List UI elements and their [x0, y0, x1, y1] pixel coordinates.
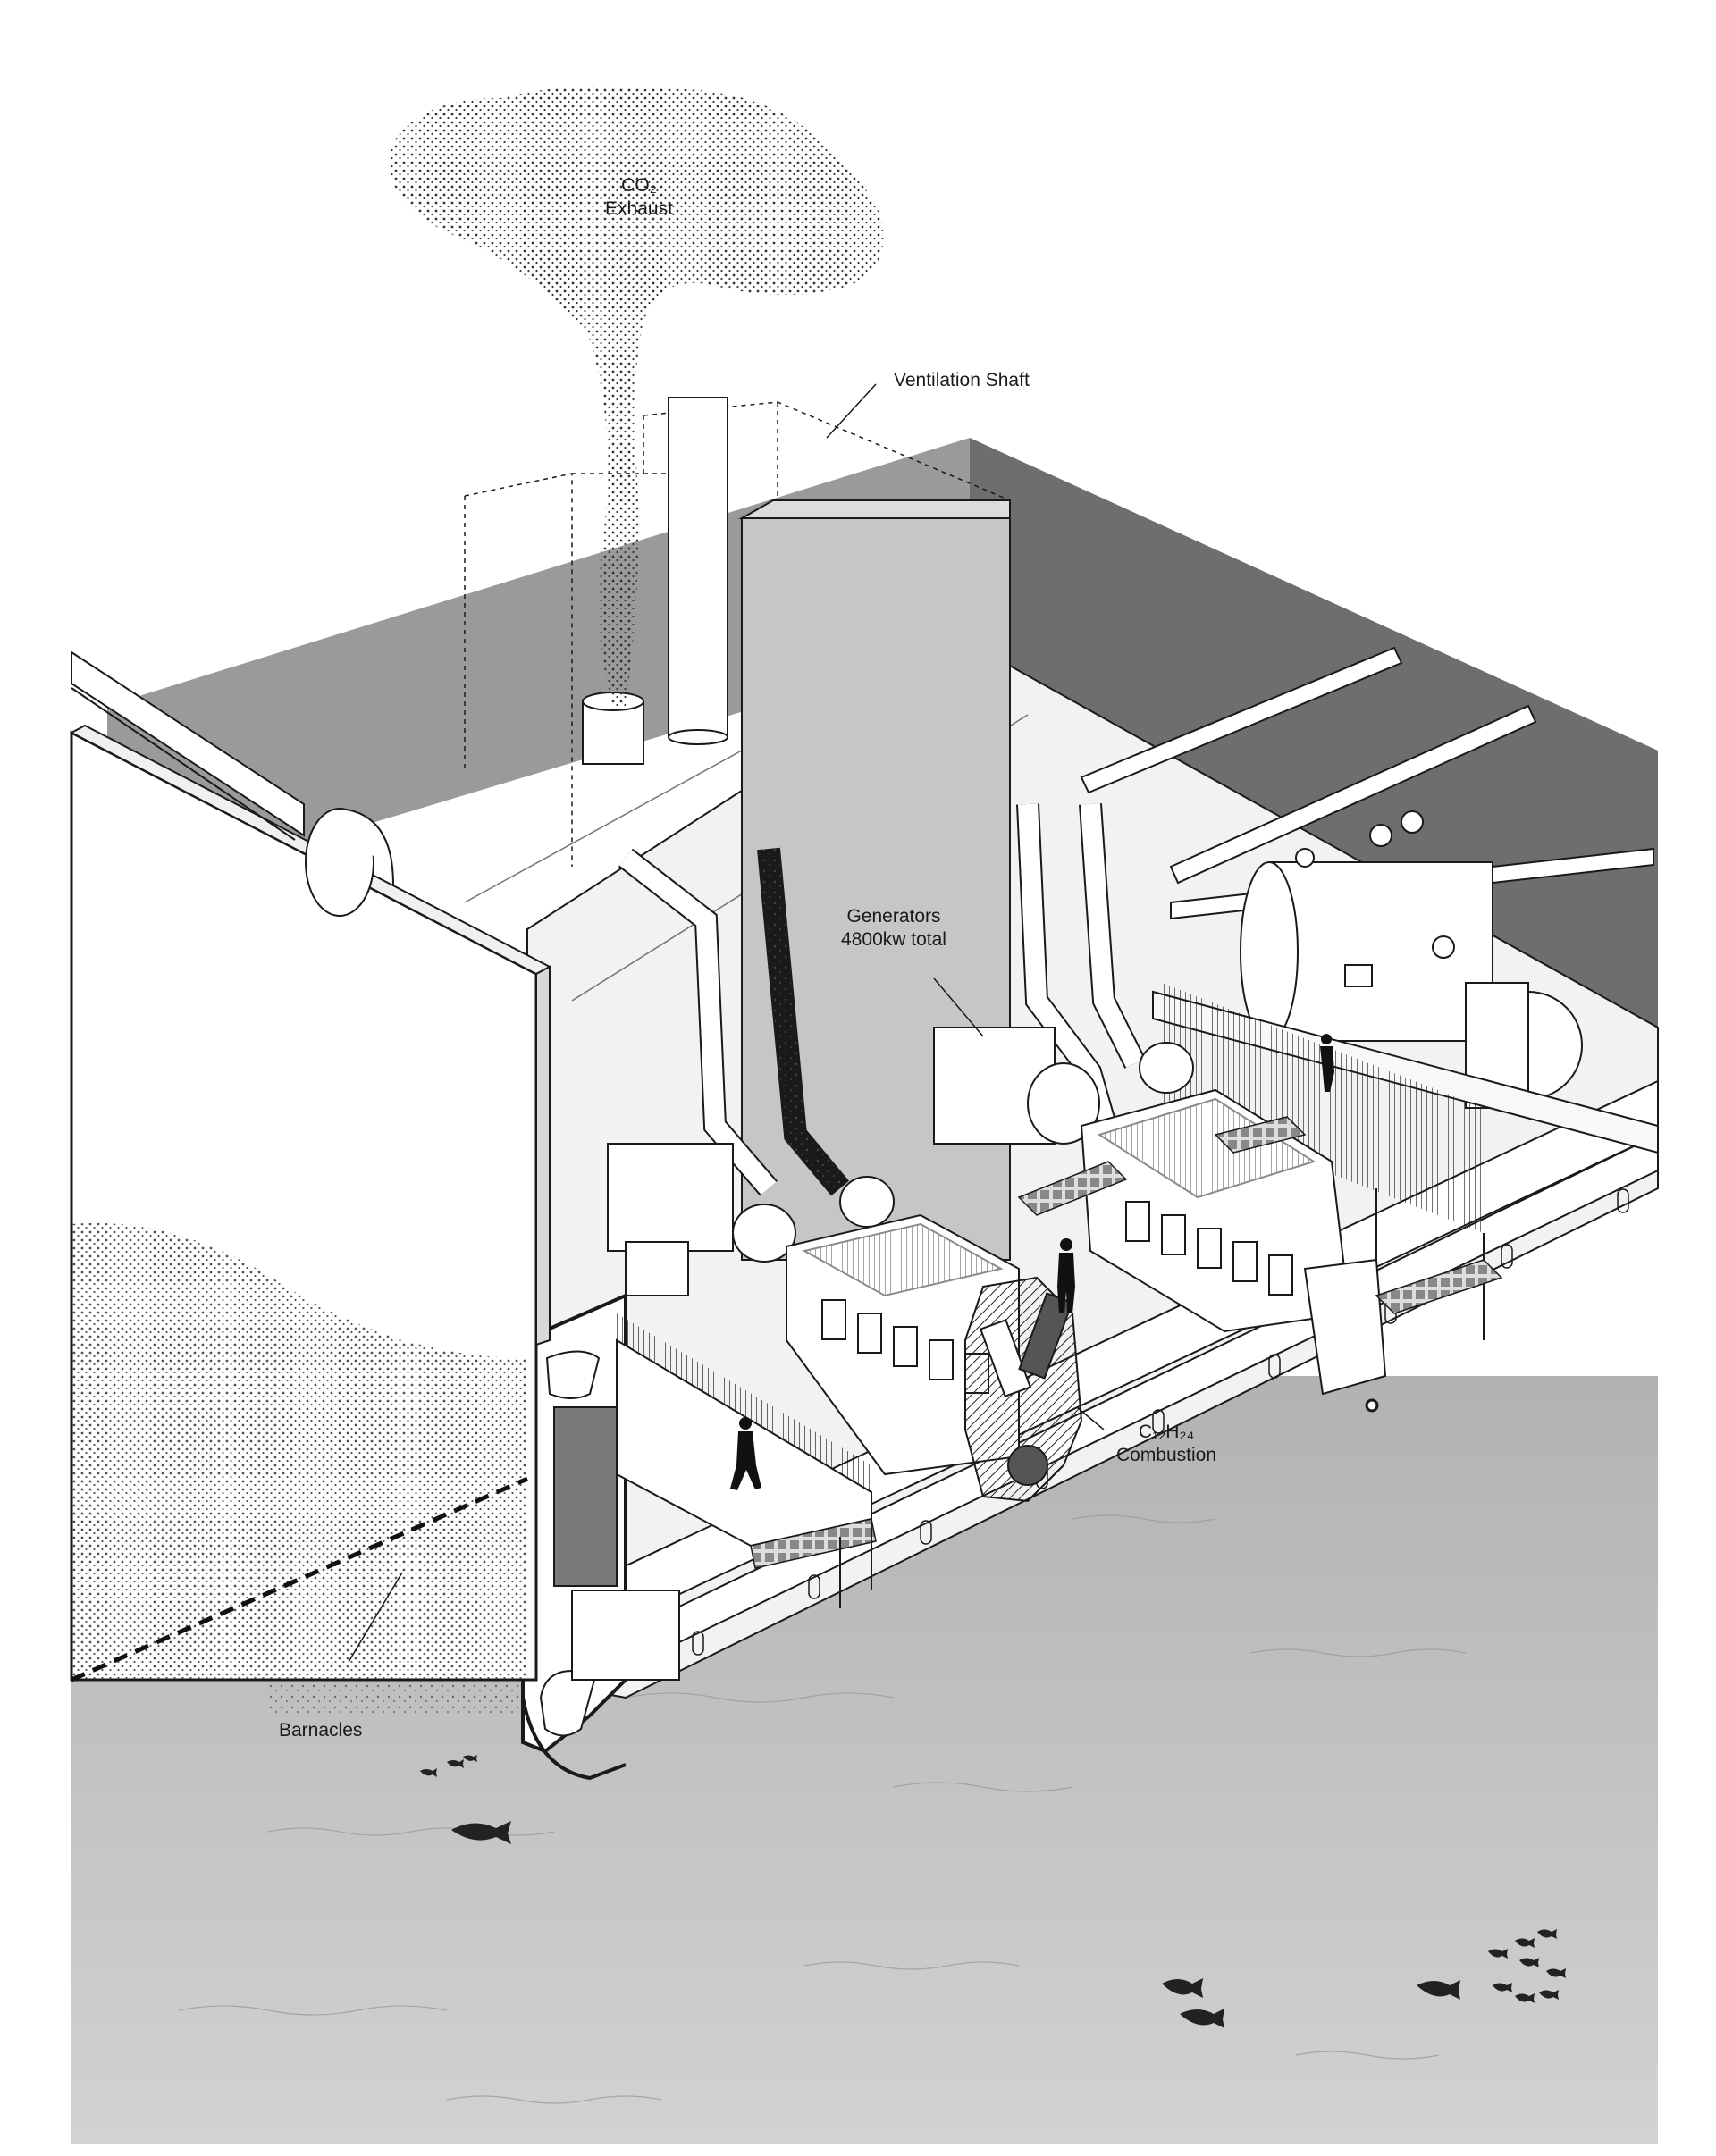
- fish-silhouette: [1417, 1980, 1460, 2000]
- floor-grates: [1017, 1116, 1503, 1314]
- left-pipes: [71, 650, 394, 917]
- worker-silhouette: [1320, 1034, 1334, 1092]
- hull-void-tank: [539, 1669, 596, 1737]
- co2-label-line1: CO₂: [621, 175, 657, 196]
- fish-silhouette: [1515, 1938, 1535, 1948]
- combustion-label: C₁₂H₂₄ Combustion: [1099, 1421, 1233, 1468]
- fish-silhouette: [1537, 1929, 1557, 1939]
- ventilation-leader-line: [826, 383, 877, 439]
- worker-silhouette: [730, 1417, 761, 1490]
- fish-silhouette: [447, 1759, 464, 1768]
- generators-label-line1: Generators: [846, 906, 941, 927]
- worker-silhouette: [1057, 1238, 1075, 1313]
- hull-wall-thickness: [535, 965, 551, 1346]
- fish-silhouette: [1493, 1983, 1512, 1992]
- ventilation-shaft-top: [738, 499, 1011, 519]
- co2-exhaust-plume: [390, 86, 884, 706]
- barnacles-on-hull: [72, 1222, 527, 1680]
- exhaust-funnel: [668, 397, 728, 738]
- exhaust-vent-cap: [582, 700, 644, 765]
- fish-silhouette: [1539, 1990, 1559, 2000]
- storage-cabinet: [571, 1590, 680, 1681]
- generator-rear: [933, 1027, 1387, 1413]
- generator-front: [607, 1143, 1020, 1476]
- co2-label-line2: Exhaust: [605, 198, 673, 220]
- fish-silhouette: [420, 1768, 437, 1777]
- workers: [730, 1034, 1334, 1490]
- combustion-label-line1: C₁₂H₂₄: [1138, 1422, 1195, 1442]
- fish-silhouette: [1180, 2009, 1224, 2028]
- fish-silhouette: [463, 1755, 477, 1762]
- fish-silhouette: [1515, 1993, 1535, 2003]
- barnacles-label: Barnacles: [279, 1720, 363, 1741]
- leader-lines: [348, 977, 1105, 1663]
- upper-walkway: [1152, 983, 1659, 1340]
- generators-label: Generators 4800kw total: [813, 905, 974, 952]
- fish-school: [420, 1755, 1566, 2028]
- hull-frame-opening: [545, 1350, 601, 1399]
- combustion-cylinder-cutaway: [964, 1276, 1083, 1503]
- co2-exhaust-label: CO₂ Exhaust: [585, 174, 693, 222]
- exhaust-stack: [582, 397, 728, 765]
- fish-silhouette: [1162, 1978, 1203, 1998]
- fish-silhouette: [451, 1821, 511, 1844]
- bulkhead-door: [553, 1406, 618, 1587]
- combustion-label-line2: Combustion: [1115, 1445, 1217, 1466]
- fish-silhouette: [1488, 1949, 1508, 1959]
- fish-silhouette: [1546, 1968, 1566, 1978]
- cutaway-hull-wall: [69, 724, 552, 1682]
- generator-pipes: [618, 803, 1146, 1196]
- ventilation-shaft-label: Ventilation Shaft: [894, 370, 1030, 390]
- hull-keel-curve: [521, 1340, 627, 1781]
- walkway-railing: [1162, 983, 1484, 1233]
- generators-label-line2: 4800kw total: [841, 929, 946, 951]
- waterline: [70, 1476, 529, 1682]
- fish-silhouette: [1519, 1958, 1539, 1967]
